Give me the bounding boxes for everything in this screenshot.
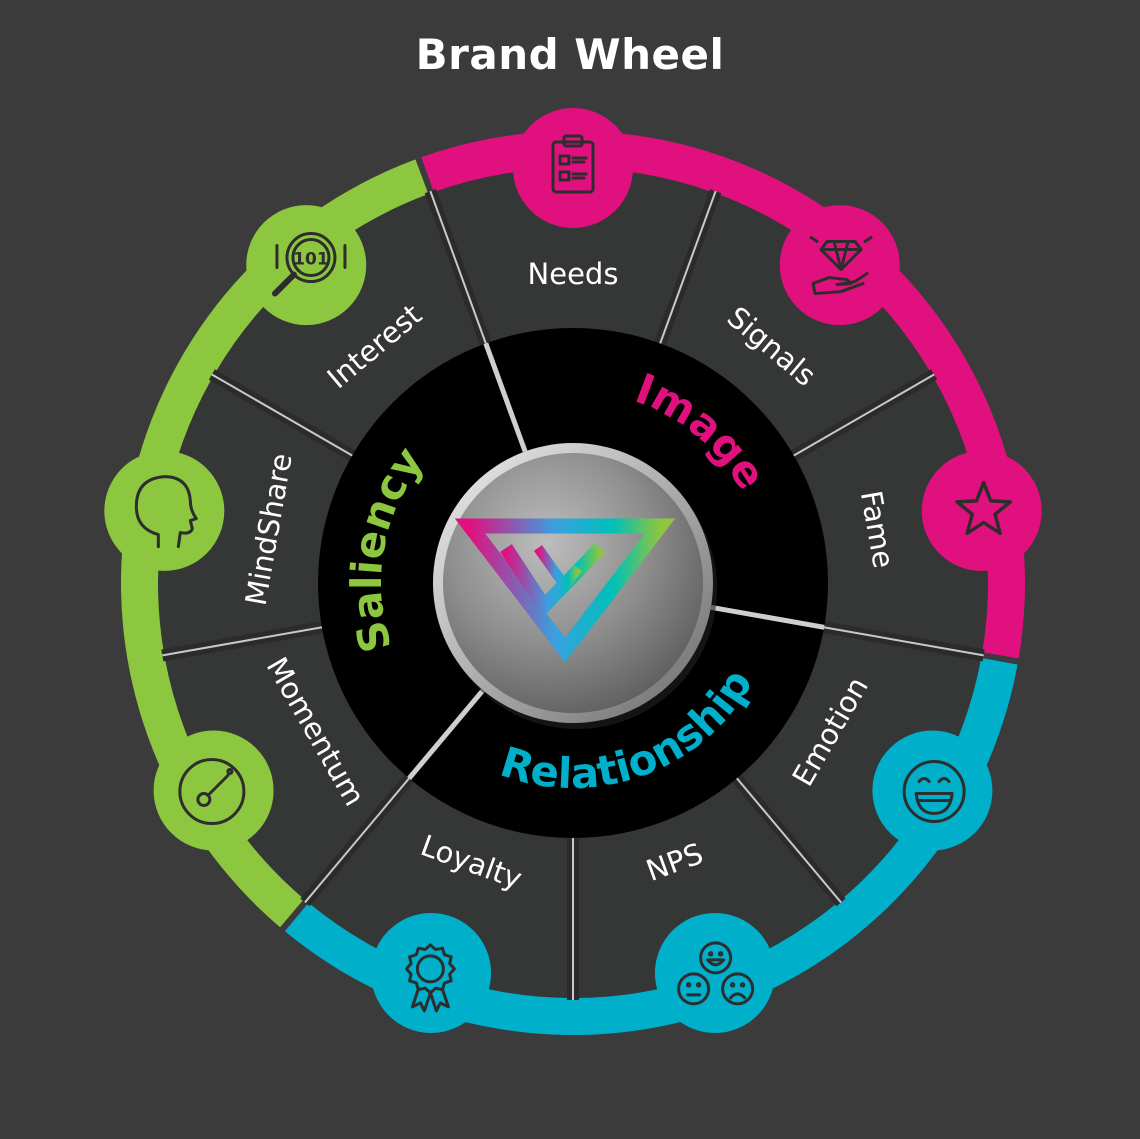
segment-divider: [429, 190, 489, 348]
v-logo-icon: [454, 518, 676, 663]
rim-arc-relationship: [284, 657, 1018, 1035]
segment-divider: [304, 774, 413, 904]
page-title: Brand Wheel: [415, 30, 725, 79]
icon-badge-emotion: [872, 730, 993, 851]
inner-ring-divider: [710, 604, 825, 630]
inner-ring-divider: [483, 342, 528, 453]
star-icon: [955, 480, 1013, 536]
segment-panel-mindshare: [158, 379, 355, 651]
icon-badge-mindshare: [104, 450, 225, 571]
svg-text:101: 101: [293, 250, 329, 270]
segment-panel-fame: [791, 379, 988, 651]
inner-ring-divider: [407, 688, 485, 780]
three-faces-icon: [677, 941, 755, 1006]
icon-badge-fame: [921, 450, 1042, 571]
segment-panel-signals: [661, 194, 931, 456]
segment-panel-needs: [435, 167, 711, 347]
segment-panel-loyalty: [309, 776, 571, 998]
segment-divider: [211, 373, 357, 459]
segment-panel-nps: [575, 776, 837, 998]
segment-label-needs: Needs: [528, 257, 619, 291]
segment-divider: [789, 373, 935, 459]
segment-divider: [733, 774, 842, 904]
segment-panel-interest: [215, 194, 485, 456]
segment-divider: [820, 625, 984, 657]
laughing-face-icon: [902, 760, 966, 823]
segment-divider: [657, 190, 717, 348]
diamond-in-hand-icon: [809, 236, 873, 296]
segment-divider: [162, 625, 326, 657]
speedometer-icon: [178, 758, 246, 825]
rim-arc-saliency: [121, 159, 430, 928]
magnifier-binary-icon: 101: [271, 232, 347, 297]
icon-badge-loyalty: [371, 912, 492, 1033]
icon-badge-needs: [513, 108, 633, 228]
clipboard-checklist-icon: [551, 134, 595, 194]
head-profile-icon: [134, 475, 198, 549]
award-ribbon-icon: [404, 943, 456, 1013]
